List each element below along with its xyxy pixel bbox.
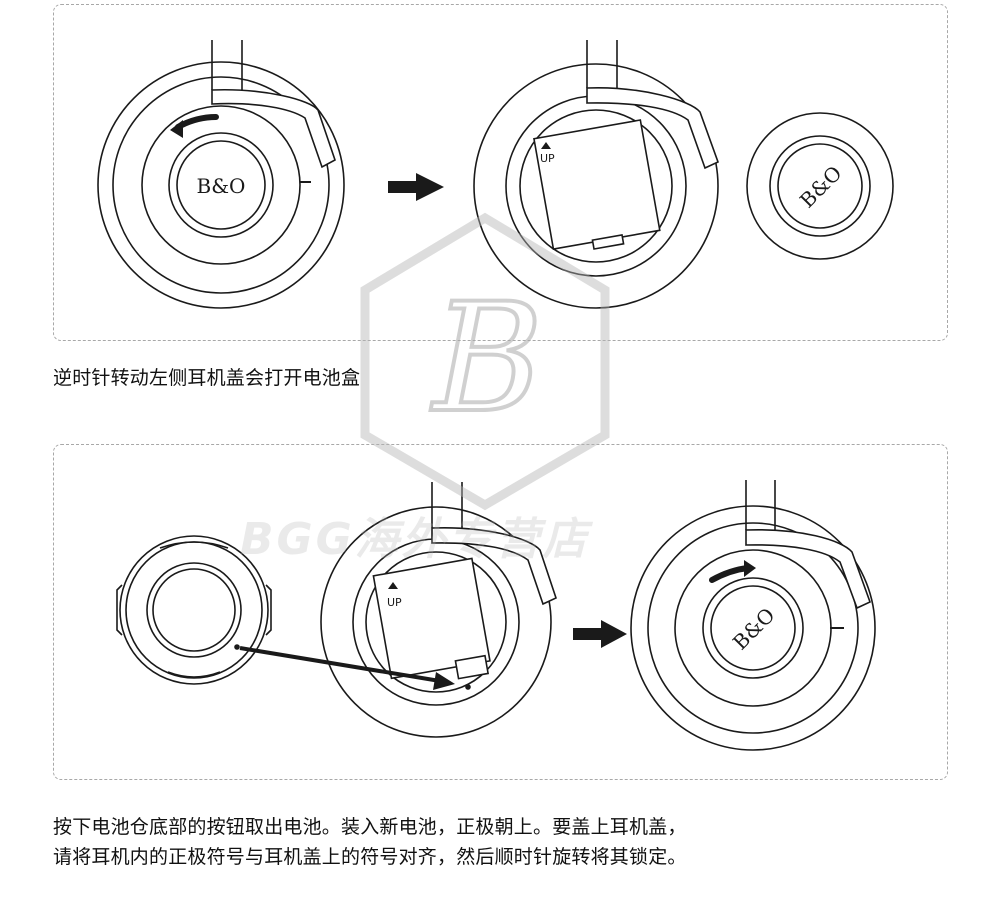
step1-caption: 逆时针转动左侧耳机盖会打开电池盒	[53, 367, 361, 389]
step2-caption-line1: 按下电池仓底部的按钮取出电池。装入新电池，正极朝上。要盖上耳机盖，	[53, 816, 687, 838]
step2-headphone-open: UP	[320, 482, 557, 738]
cw-arrow-icon	[744, 560, 756, 577]
step2-caption: 按下电池仓底部的按钮取出电池。装入新电池，正极朝上。要盖上耳机盖， 请将耳机内的…	[53, 812, 953, 872]
step1-headphone-closed: B&O	[97, 40, 345, 309]
ccw-arrow-icon	[170, 120, 183, 138]
battery-up-label: UP	[540, 152, 555, 165]
arrow-right-icon	[388, 173, 444, 201]
bo-logo: B&O	[197, 174, 246, 198]
arrow-right-icon-2	[573, 620, 627, 648]
alignment-arrow-icon	[239, 646, 455, 690]
step2-loose-cap	[116, 535, 272, 685]
battery-up-label-2: UP	[387, 596, 402, 609]
watermark-text: BGG海外专营店	[240, 514, 590, 565]
step1-removed-cap: B&O	[746, 112, 894, 260]
step1-headphone-open: UP	[473, 40, 720, 309]
step2-caption-line2: 请将耳机内的正极符号与耳机盖上的符号对齐，然后顺时针旋转将其锁定。	[53, 846, 687, 868]
step2-headphone-closed: B&O	[630, 480, 876, 751]
